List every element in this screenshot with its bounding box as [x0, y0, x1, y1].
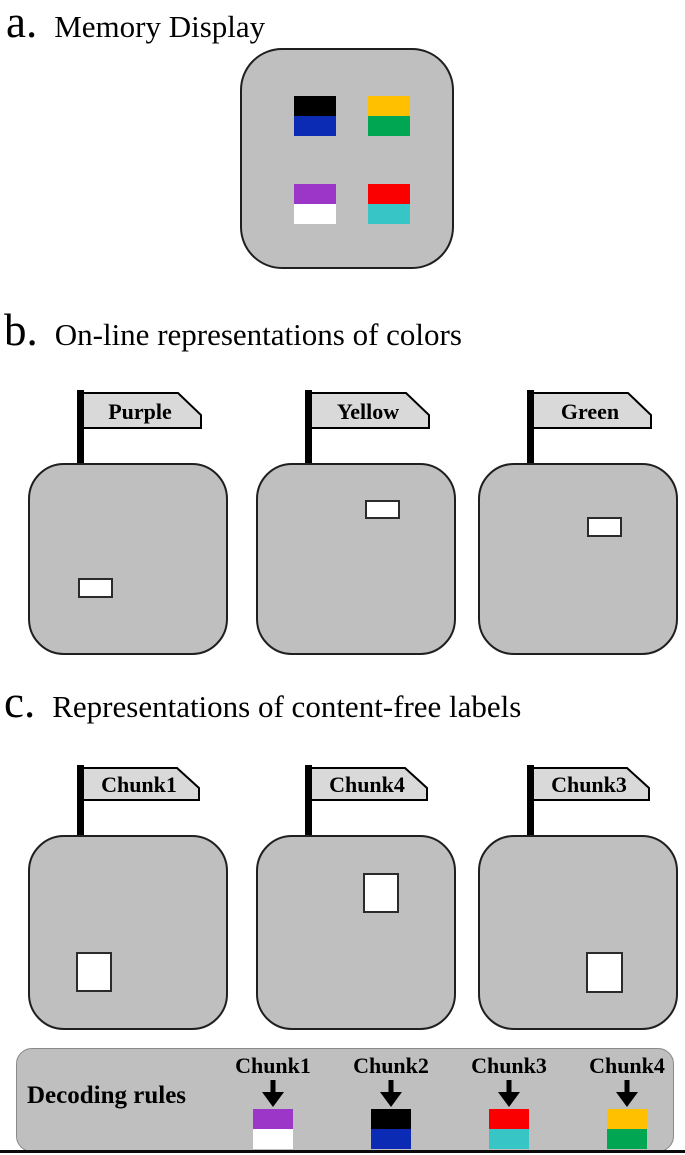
color-swatch — [368, 204, 410, 224]
memory-item-bottom-left — [294, 184, 336, 224]
memory-marker — [365, 500, 400, 519]
memory-display-panel — [240, 48, 454, 269]
section-b-header: b. On-line representations of colors — [4, 308, 462, 353]
color-swatch — [607, 1129, 647, 1149]
representation-box — [28, 463, 228, 655]
flag-banner-icon: Green — [532, 392, 652, 429]
down-arrow-icon — [262, 1080, 284, 1107]
memory-marker — [78, 578, 113, 598]
representation-box — [478, 835, 678, 1030]
flag-label: Chunk3 — [551, 772, 627, 797]
memory-marker — [587, 517, 622, 537]
down-arrow-icon — [616, 1080, 638, 1107]
section-b-letter: b. — [4, 305, 38, 355]
section-c-title: Representations of content-free labels — [52, 689, 522, 724]
decoding-rule-chunk4: Chunk4 — [581, 1053, 673, 1149]
flag-label: Green — [561, 399, 619, 424]
section-b-title: On-line representations of colors — [54, 317, 462, 352]
section-c-letter: c. — [4, 677, 36, 727]
color-swatch — [489, 1129, 529, 1149]
rule-swatch-pair — [371, 1109, 411, 1149]
decoding-rule-chunk3: Chunk3 — [463, 1053, 555, 1149]
flag-pole-icon — [305, 765, 312, 837]
section-c-header: c. Representations of content-free label… — [4, 680, 521, 725]
representation-box — [28, 835, 228, 1030]
flag-pole-icon — [527, 390, 534, 466]
flag-banner-icon: Yellow — [310, 392, 430, 429]
color-swatch — [294, 204, 336, 224]
representation-box — [256, 835, 456, 1030]
flag-banner-icon: Chunk4 — [310, 767, 428, 801]
rule-label: Chunk3 — [471, 1053, 547, 1078]
flag-pole-icon — [77, 390, 84, 466]
decoding-rules-panel: Decoding rules Chunk1 Chunk2 Chunk3 — [16, 1048, 674, 1152]
flag-banner-icon: Purple — [82, 392, 202, 429]
rule-label: Chunk2 — [353, 1053, 429, 1078]
color-swatch — [368, 96, 410, 116]
section-a-header: a. Memory Display — [6, 0, 265, 45]
down-arrow-icon — [498, 1080, 520, 1107]
color-swatch — [294, 96, 336, 116]
flag-label: Chunk4 — [329, 772, 405, 797]
representation-box — [256, 463, 456, 655]
color-swatch — [607, 1109, 647, 1129]
rule-swatch-pair — [489, 1109, 529, 1149]
flag-banner-icon: Chunk3 — [532, 767, 650, 801]
color-swatch — [489, 1109, 529, 1129]
rule-swatch-pair — [607, 1109, 647, 1149]
decoding-rule-chunk2: Chunk2 — [345, 1053, 437, 1149]
memory-item-top-right — [368, 96, 410, 136]
rule-label: Chunk4 — [589, 1053, 665, 1078]
color-swatch — [253, 1109, 293, 1129]
memory-marker — [586, 952, 623, 993]
rule-label: Chunk1 — [235, 1053, 311, 1078]
color-swatch — [294, 184, 336, 204]
memory-marker — [76, 952, 112, 992]
decoding-rule-chunk1: Chunk1 — [227, 1053, 319, 1149]
memory-item-bottom-right — [368, 184, 410, 224]
representation-box — [478, 463, 678, 655]
flag-pole-icon — [77, 765, 84, 837]
flag-pole-icon — [527, 765, 534, 837]
color-swatch — [368, 184, 410, 204]
memory-item-top-left — [294, 96, 336, 136]
color-swatch — [368, 116, 410, 136]
memory-marker — [363, 873, 399, 913]
section-a-title: Memory Display — [54, 9, 266, 44]
rule-swatch-pair — [253, 1109, 293, 1149]
color-swatch — [371, 1109, 411, 1129]
figure-bottom-rule — [0, 1150, 685, 1153]
color-swatch — [371, 1129, 411, 1149]
flag-banner-icon: Chunk1 — [82, 767, 200, 801]
color-swatch — [294, 116, 336, 136]
flag-label: Yellow — [337, 399, 399, 424]
down-arrow-icon — [380, 1080, 402, 1107]
flag-label: Purple — [108, 399, 172, 424]
decoding-rules-title: Decoding rules — [27, 1082, 187, 1109]
flag-label: Chunk1 — [101, 772, 177, 797]
flag-pole-icon — [305, 390, 312, 466]
color-swatch — [253, 1129, 293, 1149]
section-a-letter: a. — [6, 0, 38, 47]
